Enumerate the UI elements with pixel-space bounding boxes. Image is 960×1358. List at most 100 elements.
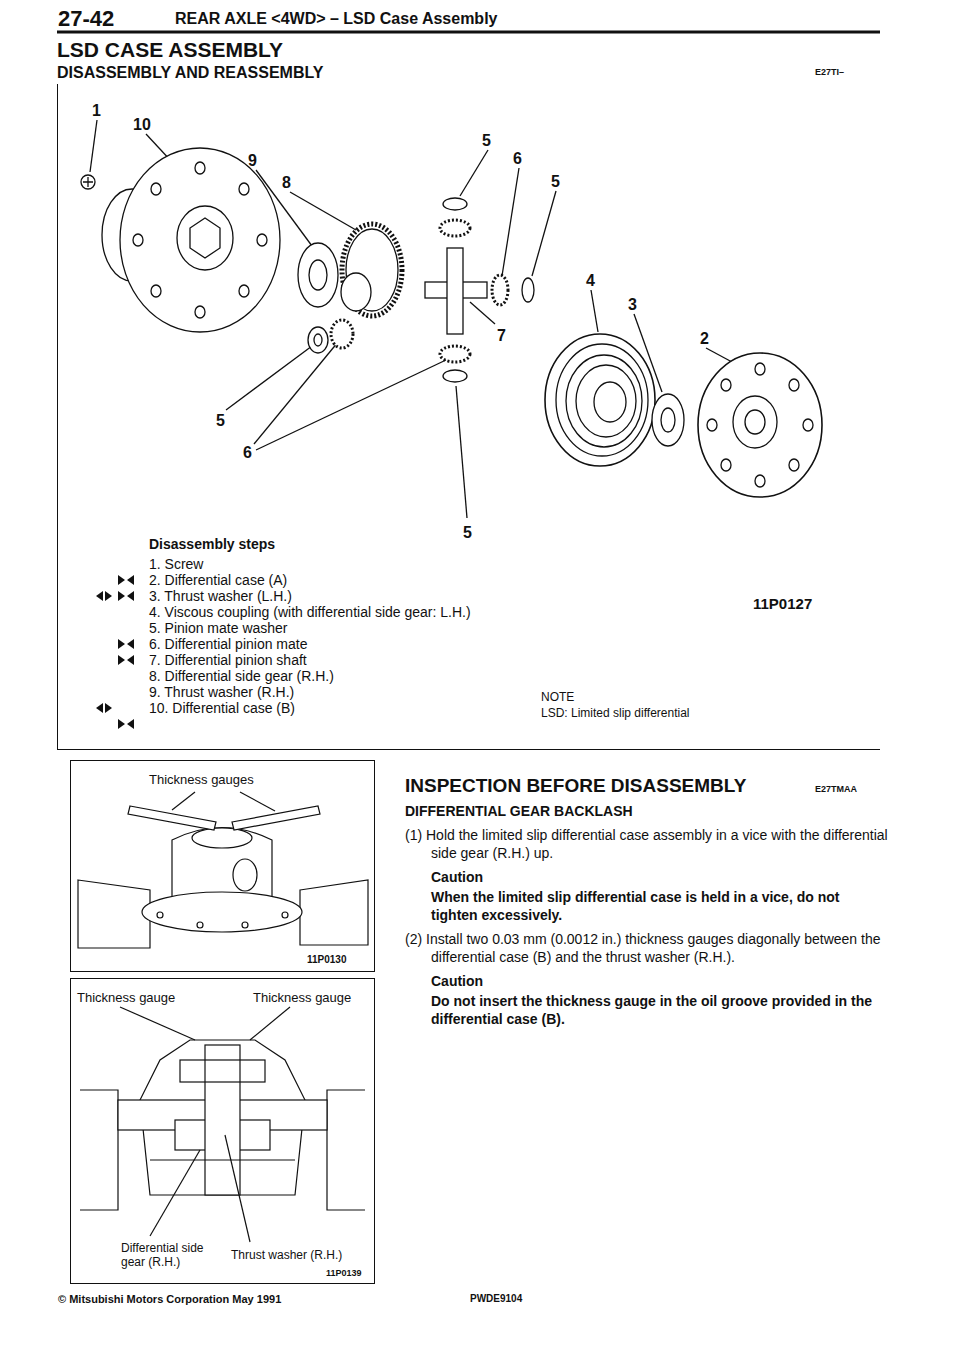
header-rule bbox=[57, 31, 880, 34]
viscous-coupling bbox=[556, 344, 648, 456]
leader-line bbox=[150, 1150, 200, 1236]
callout-number: 1 bbox=[92, 100, 101, 121]
leader-line bbox=[290, 192, 356, 230]
screw bbox=[81, 175, 95, 189]
pinion-mate bbox=[331, 320, 353, 348]
page-text: (1) Hold the limited slip differential c… bbox=[405, 826, 906, 862]
disassembly-marker bbox=[105, 591, 112, 601]
leader-line bbox=[470, 302, 495, 324]
step-item: 10. Differential case (B) bbox=[149, 700, 497, 716]
vice-figure bbox=[78, 792, 368, 948]
thrust-washer bbox=[661, 408, 675, 432]
pinion-shaft bbox=[205, 1045, 240, 1195]
leader-line bbox=[240, 792, 275, 811]
side-gear bbox=[342, 224, 402, 316]
differential-case-a bbox=[698, 353, 822, 497]
callout-number: 7 bbox=[497, 325, 506, 346]
reassembly-marker bbox=[127, 575, 134, 585]
section-figure bbox=[80, 1007, 365, 1242]
figure-frame: Thickness gauges 11P0130 bbox=[70, 760, 375, 972]
callout-number: 8 bbox=[282, 172, 291, 193]
exploded-view bbox=[81, 120, 822, 518]
bolt-hole bbox=[257, 234, 267, 246]
bolt-hole bbox=[789, 379, 799, 391]
figure-text: NOTE bbox=[541, 689, 574, 705]
leader-line bbox=[532, 191, 556, 276]
callout-number: 5 bbox=[463, 522, 472, 543]
callout-number: 6 bbox=[513, 148, 522, 169]
figure-text: Thrust washer (R.H.) bbox=[231, 1247, 342, 1263]
page-text: DIFFERENTIAL GEAR BACKLASH bbox=[405, 802, 633, 820]
figure-text: 11P0127 bbox=[753, 594, 812, 614]
figure-text: Differential side gear (R.H.) bbox=[121, 1241, 221, 1269]
reassembly-marker bbox=[118, 639, 125, 649]
case-bore bbox=[190, 218, 220, 258]
viscous-coupling bbox=[566, 355, 642, 447]
callout-number: 5 bbox=[482, 130, 491, 151]
vice-jaw bbox=[78, 880, 150, 948]
leader-line bbox=[250, 1007, 290, 1040]
reassembly-marker bbox=[118, 655, 125, 665]
step-item: 4. Viscous coupling (with differential s… bbox=[149, 604, 497, 620]
bolt-hole bbox=[239, 183, 249, 195]
lsd-case bbox=[192, 828, 252, 848]
footer-text: © Mitsubishi Motors Corporation May 1991 bbox=[58, 1292, 281, 1306]
leader-line bbox=[254, 342, 338, 444]
vice-jaw bbox=[80, 1090, 118, 1210]
leader-line bbox=[120, 1007, 195, 1040]
disassembly-marker bbox=[96, 591, 103, 601]
pinion-shaft bbox=[447, 248, 463, 334]
side-gear-hub bbox=[341, 273, 371, 311]
page-text: When the limited slip differential case … bbox=[431, 888, 880, 924]
bolt-hole bbox=[755, 475, 765, 487]
step-item: 9. Thrust washer (R.H.) bbox=[149, 684, 497, 700]
page-title: LSD CASE ASSEMBLY bbox=[57, 36, 283, 63]
page-text: INSPECTION BEFORE DISASSEMBLY bbox=[405, 773, 805, 798]
bolt-hole bbox=[133, 234, 143, 246]
bolt-hole bbox=[239, 285, 249, 297]
leader-line bbox=[502, 168, 519, 276]
leader-line bbox=[591, 290, 598, 332]
callout-number: 4 bbox=[586, 270, 595, 291]
pinion-washer bbox=[314, 334, 322, 346]
step-item: 5. Pinion mate washer bbox=[149, 620, 497, 636]
figure-text: 11P0139 bbox=[326, 1267, 362, 1279]
callout-number: 9 bbox=[248, 150, 257, 171]
reassembly-marker bbox=[127, 719, 134, 729]
reassembly-marker bbox=[118, 575, 125, 585]
bolt-hole bbox=[195, 306, 205, 318]
step-item: 1. Screw bbox=[149, 556, 497, 572]
reassembly-marker bbox=[118, 719, 125, 729]
lsd-case-flange bbox=[142, 892, 302, 932]
step-item: 6. Differential pinion mate bbox=[149, 636, 497, 652]
pinion-washer bbox=[443, 370, 467, 382]
figure-text: Thickness gauge bbox=[253, 989, 351, 1006]
figure-text: 11P0130 bbox=[307, 953, 347, 966]
figure-text: Thickness gauge bbox=[77, 989, 175, 1006]
case-bore bbox=[177, 206, 233, 270]
reassembly-marker bbox=[127, 591, 134, 601]
pinion-mate bbox=[440, 346, 470, 362]
case-hub bbox=[745, 410, 765, 434]
thrust-washer bbox=[309, 260, 327, 290]
page-text: Caution bbox=[431, 972, 483, 990]
bolt-hole bbox=[242, 922, 248, 928]
bolt-hole bbox=[151, 285, 161, 297]
page-text: Do not insert the thickness gauge in the… bbox=[431, 992, 880, 1028]
viscous-coupling bbox=[576, 365, 636, 437]
bolt-hole bbox=[282, 912, 288, 918]
pinion-washer bbox=[522, 278, 534, 302]
callout-number: 5 bbox=[551, 171, 560, 192]
section-code: E27TI– bbox=[815, 66, 844, 78]
bolt-hole bbox=[707, 419, 717, 431]
reassembly-marker bbox=[127, 655, 134, 665]
section-line bbox=[150, 1159, 295, 1160]
screw bbox=[83, 177, 93, 187]
bolt-hole bbox=[721, 459, 731, 471]
figure-text: Thickness gauges bbox=[149, 771, 254, 788]
bolt-hole bbox=[803, 419, 813, 431]
pinion-mate bbox=[492, 275, 508, 305]
viscous-coupling bbox=[594, 382, 626, 422]
